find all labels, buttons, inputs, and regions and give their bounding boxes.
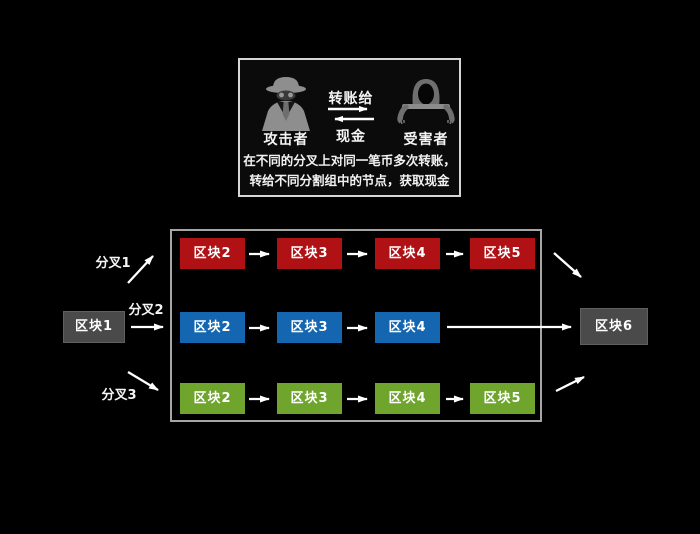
cash-label: 现金 [336, 129, 366, 145]
fork1-block-3: 区块3 [277, 238, 342, 269]
fork2-block-4: 区块4 [375, 312, 440, 343]
victim-label: 受害者 [403, 132, 449, 148]
fork3-block-4: 区块4 [375, 383, 440, 414]
transfer-label: 转账给 [328, 91, 374, 107]
fork1-block-2: 区块2 [180, 238, 245, 269]
block-1: 区块1 [63, 311, 125, 343]
green-converge-arrow [555, 375, 585, 393]
red-converge-arrow [553, 252, 582, 278]
description-line-1: 在不同的分叉上对同一笔币多次转账， [243, 153, 456, 168]
fork-1-label: 分叉1 [95, 256, 131, 271]
forks-frame [170, 229, 542, 422]
victim-hacker-icon [397, 79, 455, 124]
attack-explanation-box: 攻击者 受害者 转账给 现金 在不同的分叉上对同一笔币多次转账， 转给不同分割组… [238, 58, 461, 197]
fork1-block-5: 区块5 [470, 238, 535, 269]
fork3-block-3: 区块3 [277, 383, 342, 414]
description-line-2: 转给不同分割组中的节点，获取现金 [249, 173, 450, 188]
fork3-block-2: 区块2 [180, 383, 245, 414]
fork2-block-3: 区块3 [277, 312, 342, 343]
fork3-block-5: 区块5 [470, 383, 535, 414]
fork-3-label: 分叉3 [101, 388, 137, 403]
fork1-block-4: 区块4 [375, 238, 440, 269]
fork2-block-2: 区块2 [180, 312, 245, 343]
fork-2-label: 分叉2 [128, 303, 164, 318]
attacker-label: 攻击者 [263, 132, 309, 148]
transfer-cash-arrows-icon [328, 105, 374, 123]
block-6: 区块6 [580, 308, 648, 345]
attacker-spy-icon [262, 77, 310, 131]
